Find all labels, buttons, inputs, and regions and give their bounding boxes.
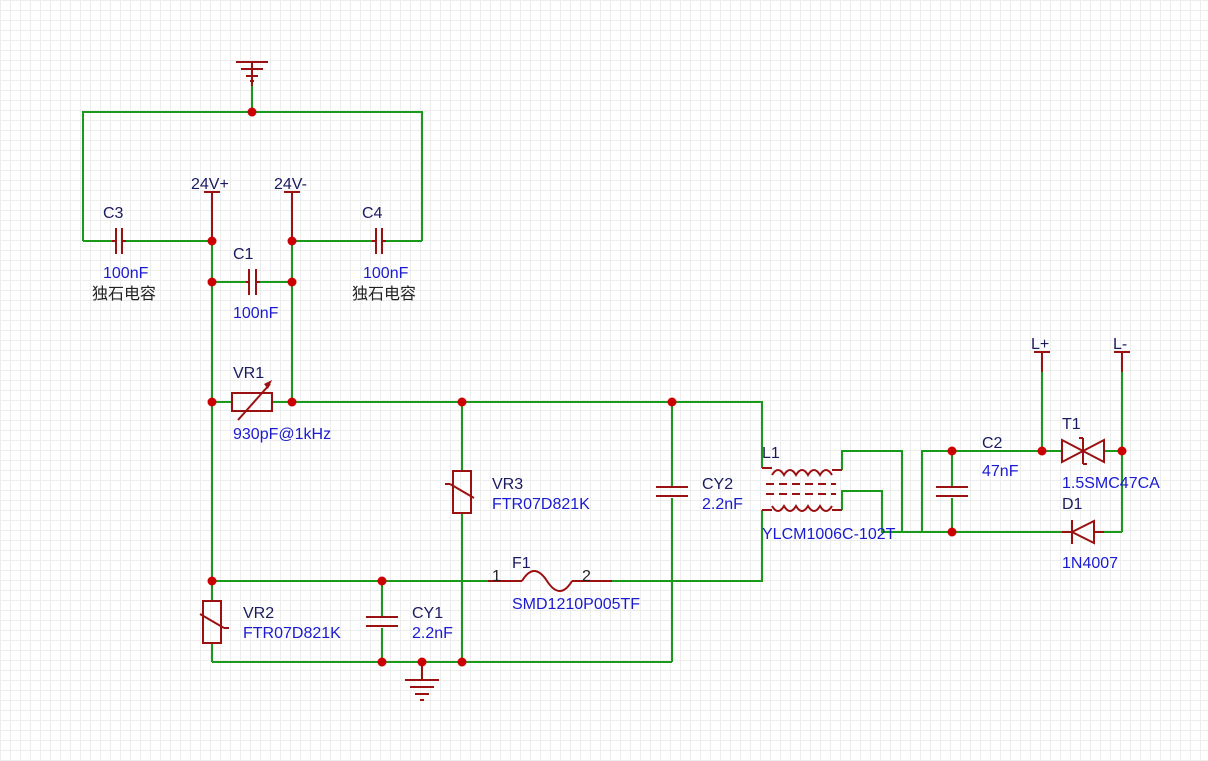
value-vr1: 930pF@1kHz xyxy=(233,426,331,443)
ref-c4: C4 xyxy=(362,205,383,222)
ref-cy2: CY2 xyxy=(702,476,733,493)
capacitor-c2[interactable] xyxy=(936,486,968,497)
ref-l1: L1 xyxy=(762,445,780,462)
port-l-minus xyxy=(1114,351,1130,372)
capacitor-c1[interactable] xyxy=(246,269,260,295)
port-label-l-minus: L- xyxy=(1113,336,1127,353)
ref-c2: C2 xyxy=(982,435,1003,452)
wire-c2-top-bus xyxy=(921,450,1042,532)
value-t1: 1.5SMC47CA xyxy=(1062,475,1160,492)
port-label-24v-minus: 24V- xyxy=(274,176,307,193)
port-l-plus xyxy=(1034,351,1050,372)
ref-c3: C3 xyxy=(103,205,124,222)
value-cy1: 2.2nF xyxy=(412,625,453,642)
ground-symbol-top xyxy=(236,61,268,86)
value-d1: 1N4007 xyxy=(1062,555,1118,572)
value-vr3: FTR07D821K xyxy=(492,496,590,513)
ref-t1: T1 xyxy=(1062,416,1081,433)
junctions xyxy=(207,107,1127,667)
pin2-f1: 2 xyxy=(582,568,591,585)
wire-mid-bus-right xyxy=(572,510,763,582)
value-c4: 100nF xyxy=(363,265,409,282)
capacitor-cy2[interactable] xyxy=(656,486,688,497)
value-c1: 100nF xyxy=(233,305,279,322)
desc-c4: 独石电容 xyxy=(352,285,416,303)
labels: 24V+ 24V- L+ L- C3 100nF 独石电容 C4 100nF 独… xyxy=(92,176,1160,642)
varistor-vr3[interactable] xyxy=(445,470,475,514)
ref-d1: D1 xyxy=(1062,496,1083,513)
fuse-f1[interactable] xyxy=(488,570,612,592)
capacitor-c4[interactable] xyxy=(372,228,386,254)
desc-c3: 独石电容 xyxy=(92,285,156,303)
wire-top-bus xyxy=(272,401,763,468)
value-c2: 47nF xyxy=(982,463,1019,480)
ref-vr2: VR2 xyxy=(243,605,274,622)
value-l1: YLCM1006C-102T xyxy=(762,526,896,543)
tvs-t1[interactable] xyxy=(1061,437,1105,465)
value-cy2: 2.2nF xyxy=(702,496,743,513)
capacitor-cy1[interactable] xyxy=(366,616,398,627)
choke-l1[interactable] xyxy=(762,467,842,512)
pin1-f1: 1 xyxy=(492,568,501,585)
diode-d1[interactable] xyxy=(1062,519,1104,545)
port-label-l-plus: L+ xyxy=(1031,336,1049,353)
ref-c1: C1 xyxy=(233,246,254,263)
port-24v-plus xyxy=(204,191,220,241)
varistor-vr1[interactable] xyxy=(231,380,273,421)
value-f1: SMD1210P005TF xyxy=(512,596,640,613)
ref-vr1: VR1 xyxy=(233,365,264,382)
port-24v-minus xyxy=(284,191,300,241)
wire-l1-bottom-right xyxy=(841,490,962,533)
value-vr2: FTR07D821K xyxy=(243,625,341,642)
wires xyxy=(82,86,1123,678)
value-c3: 100nF xyxy=(103,265,149,282)
port-label-24v-plus: 24V+ xyxy=(191,176,229,193)
capacitor-c3[interactable] xyxy=(112,228,126,254)
ref-vr3: VR3 xyxy=(492,476,523,493)
ref-f1: F1 xyxy=(512,555,531,572)
ref-cy1: CY1 xyxy=(412,605,443,622)
varistor-vr2[interactable] xyxy=(199,600,229,644)
ground-symbol-bottom xyxy=(405,662,439,701)
